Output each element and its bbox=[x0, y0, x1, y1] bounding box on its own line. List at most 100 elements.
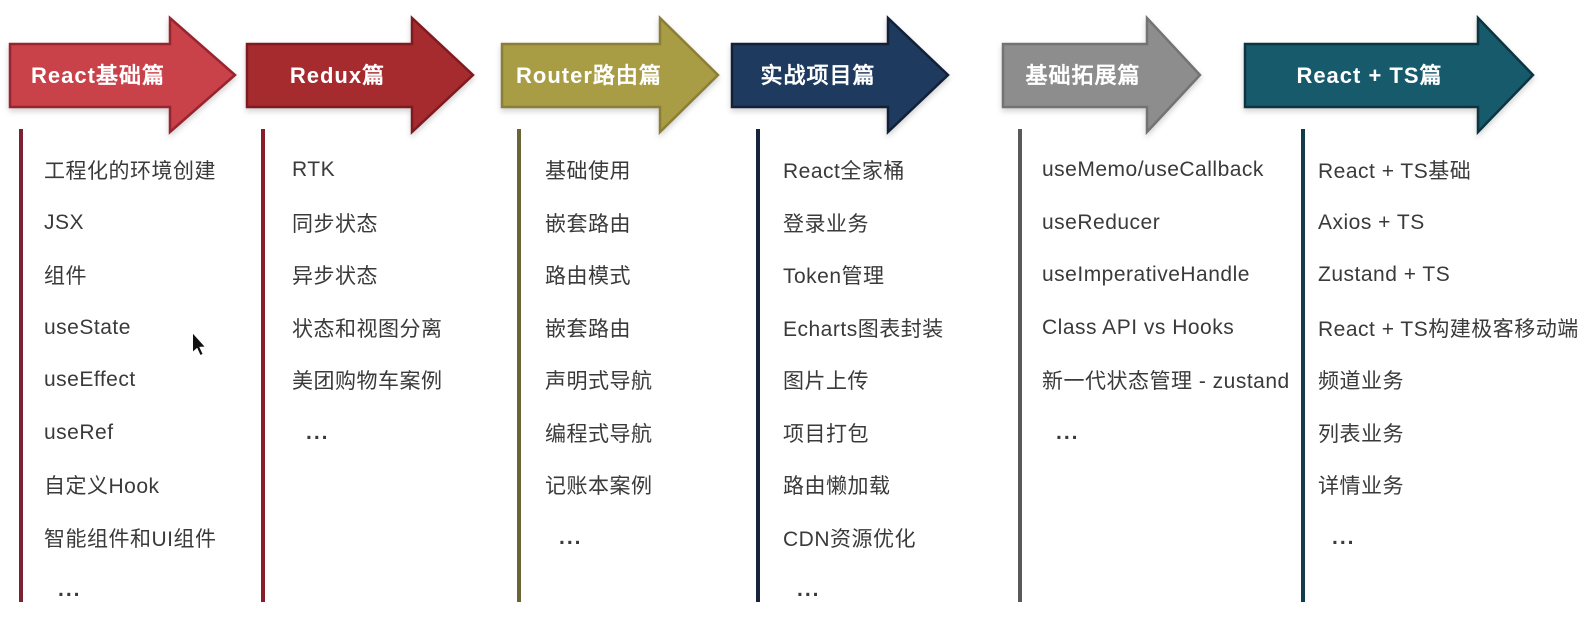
topic-label: 异步状态 bbox=[292, 265, 378, 289]
topic-item: useRef bbox=[44, 407, 217, 460]
topic-label: 声明式导航 bbox=[545, 370, 653, 394]
topic-label: CDN资源优化 bbox=[783, 527, 916, 551]
topic-label: useState bbox=[44, 315, 131, 339]
topic-label: ... bbox=[306, 420, 330, 444]
section-arrow-router bbox=[500, 15, 720, 135]
topic-label: 嵌套路由 bbox=[545, 317, 631, 341]
right-arrow-shape bbox=[8, 15, 237, 135]
section-arrow-basics-extended bbox=[1001, 14, 1202, 136]
topic-list-react-basics: 工程化的环境创建 JSX 组件 useState useEffect useRef 自定义H… bbox=[44, 144, 217, 617]
topic-label: 智能组件和UI组件 bbox=[44, 527, 217, 551]
section-arrow-redux bbox=[245, 15, 475, 135]
topic-item: Class API vs Hooks bbox=[1042, 302, 1290, 355]
topic-label: React + TS基础 bbox=[1318, 160, 1472, 184]
topic-item: 列表业务 bbox=[1318, 407, 1579, 460]
section-title-basics-extended: 基础拓展篇 bbox=[1025, 63, 1141, 88]
topic-label: 记账本案例 bbox=[545, 475, 653, 499]
section-arrow-react-basics bbox=[8, 15, 237, 135]
section-title-react-basics: React基础篇 bbox=[31, 63, 165, 88]
cursor-arrow-shape bbox=[192, 332, 207, 357]
topic-item: Echarts图表封装 bbox=[783, 302, 944, 355]
right-arrow-shape bbox=[1243, 14, 1535, 136]
ellipsis-item: ... bbox=[292, 407, 443, 460]
topic-label: JSX bbox=[44, 210, 85, 234]
topic-item: useState bbox=[44, 302, 217, 355]
topic-label: ... bbox=[797, 578, 821, 602]
topic-label: 自定义Hook bbox=[44, 475, 160, 499]
topic-item: 图片上传 bbox=[783, 354, 944, 407]
topic-item: 声明式导航 bbox=[545, 354, 653, 407]
topic-label: Class API vs Hooks bbox=[1042, 315, 1235, 339]
topic-item: 基础使用 bbox=[545, 144, 653, 197]
topic-list-redux: RTK 同步状态异步状态状态和视图分离美团购物车案例... bbox=[292, 144, 443, 459]
topic-label: ... bbox=[1332, 525, 1356, 549]
section-divider-line bbox=[517, 129, 521, 602]
topic-label: Axios + TS bbox=[1318, 210, 1425, 234]
topic-item: 项目打包 bbox=[783, 407, 944, 460]
topic-item: 路由懒加载 bbox=[783, 459, 944, 512]
topic-label: 路由懒加载 bbox=[783, 475, 891, 499]
ellipsis-item: ... bbox=[545, 512, 653, 565]
topic-item: Zustand + TS bbox=[1318, 249, 1579, 302]
section-divider-line bbox=[1301, 129, 1305, 602]
topic-item: React + TS构建极客移动端 bbox=[1318, 302, 1579, 355]
topic-label: ... bbox=[1056, 420, 1080, 444]
topic-item: 详情业务 bbox=[1318, 459, 1579, 512]
topic-item: 新一代状态管理 - zustand bbox=[1042, 354, 1290, 407]
topic-label: 状态和视图分离 bbox=[292, 317, 443, 341]
topic-item: React全家桶 bbox=[783, 144, 944, 197]
topic-item: 美团购物车案例 bbox=[292, 354, 443, 407]
topic-item: React + TS基础 bbox=[1318, 144, 1579, 197]
right-arrow-shape bbox=[1001, 14, 1202, 136]
topic-item: useReducer bbox=[1042, 197, 1290, 250]
topic-label: 详情业务 bbox=[1318, 475, 1404, 499]
topic-item: RTK bbox=[292, 144, 443, 197]
topic-label: 项目打包 bbox=[783, 422, 869, 446]
topic-item: 工程化的环境创建 bbox=[44, 144, 217, 197]
topic-label: useRef bbox=[44, 420, 114, 444]
topic-label: useReducer bbox=[1042, 210, 1161, 234]
topic-label: RTK bbox=[292, 158, 336, 182]
right-arrow-shape bbox=[730, 15, 950, 135]
section-title-project-practice: 实战项目篇 bbox=[760, 63, 876, 88]
topic-label: 路由模式 bbox=[545, 265, 631, 289]
topic-label: 工程化的环境创建 bbox=[44, 160, 216, 184]
topic-label: React + TS构建极客移动端 bbox=[1318, 317, 1579, 341]
topic-item: Axios + TS bbox=[1318, 197, 1579, 250]
section-divider-line bbox=[19, 129, 23, 602]
topic-label: Token管理 bbox=[783, 265, 885, 289]
topic-item: useEffect bbox=[44, 354, 217, 407]
ellipsis-item: ... bbox=[1042, 407, 1290, 460]
topic-label: ... bbox=[559, 525, 583, 549]
topic-item: JSX bbox=[44, 197, 217, 250]
topic-item: Token管理 bbox=[783, 249, 944, 302]
topic-label: 嵌套路由 bbox=[545, 212, 631, 236]
topic-item: CDN资源优化 bbox=[783, 512, 944, 565]
topic-label: useImperativeHandle bbox=[1042, 263, 1250, 287]
topic-item: 频道业务 bbox=[1318, 354, 1579, 407]
topic-item: useMemo/useCallback bbox=[1042, 144, 1290, 197]
section-title-redux: Redux篇 bbox=[289, 63, 386, 88]
topic-item: useImperativeHandle bbox=[1042, 249, 1290, 302]
topic-label: ... bbox=[58, 578, 82, 602]
ellipsis-item: ... bbox=[44, 564, 217, 617]
topic-label: useMemo/useCallback bbox=[1042, 158, 1264, 182]
ellipsis-item: ... bbox=[783, 564, 944, 617]
topic-item: 组件 bbox=[44, 249, 217, 302]
ellipsis-item: ... bbox=[1318, 512, 1579, 565]
topic-item: 异步状态 bbox=[292, 249, 443, 302]
section-title-react-ts: React + TS篇 bbox=[1296, 63, 1443, 88]
topic-item: 同步状态 bbox=[292, 197, 443, 250]
topic-list-react-ts: React + TS基础 Axios + TS Zustand + TS React … bbox=[1318, 144, 1579, 564]
topic-label: 美团购物车案例 bbox=[292, 370, 443, 394]
section-arrow-react-ts bbox=[1243, 14, 1535, 136]
right-arrow-shape bbox=[500, 15, 720, 135]
topic-label: 组件 bbox=[44, 265, 87, 289]
topic-label: React全家桶 bbox=[783, 160, 905, 184]
section-divider-line bbox=[1018, 129, 1022, 602]
section-divider-line bbox=[756, 129, 760, 602]
right-arrow-shape bbox=[245, 15, 475, 135]
topic-item: 智能组件和UI组件 bbox=[44, 512, 217, 565]
